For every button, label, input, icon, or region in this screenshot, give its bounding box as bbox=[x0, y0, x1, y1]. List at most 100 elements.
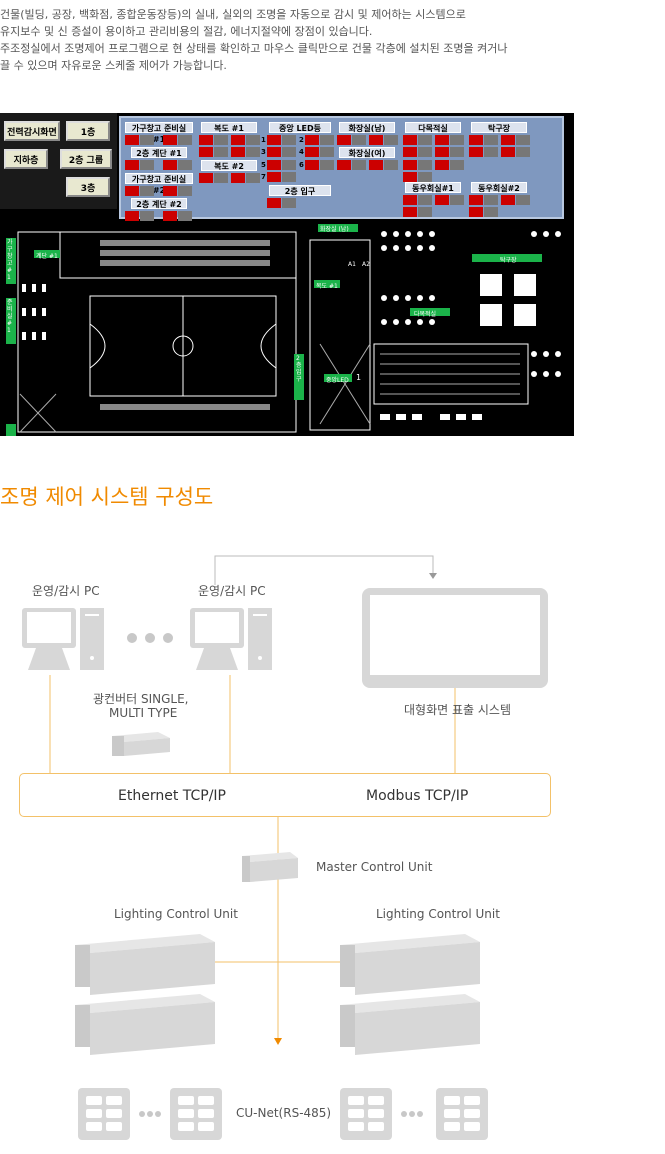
on-off-toggle[interactable] bbox=[501, 147, 531, 157]
ellipsis-icon bbox=[139, 1111, 161, 1117]
on-off-toggle[interactable] bbox=[125, 186, 155, 196]
zone-label: 복도 #2 bbox=[201, 160, 257, 171]
large-display-icon bbox=[362, 588, 548, 688]
on-off-toggle[interactable] bbox=[369, 160, 399, 170]
zone-label: 화장실(여) bbox=[339, 147, 395, 158]
on-off-toggle[interactable] bbox=[199, 173, 229, 183]
led-number: 3 bbox=[261, 148, 266, 156]
floor-label-pingpong: 탁구장 bbox=[500, 257, 517, 264]
zone-label: 복도 #1 bbox=[201, 122, 257, 133]
ellipsis-icon bbox=[401, 1111, 423, 1117]
on-off-toggle[interactable] bbox=[469, 207, 499, 217]
system-diagram bbox=[22, 555, 548, 1140]
floor-label-center-led: 중앙LED bbox=[326, 377, 349, 384]
on-off-toggle[interactable] bbox=[267, 172, 297, 182]
on-off-toggle[interactable] bbox=[403, 160, 433, 170]
zone-label: 동우회실#1 bbox=[405, 182, 461, 193]
intro-line-3: 주조정실에서 조명제어 프로그램으로 현 상태를 확인하고 마우스 클릭만으로 … bbox=[0, 42, 508, 55]
led-number: 7 bbox=[261, 173, 266, 181]
converter-label: 광컨버터 SINGLE, bbox=[93, 692, 189, 706]
on-off-toggle[interactable] bbox=[469, 147, 499, 157]
zone-control-panel: 가구창고 준비실 #1 2층 계단 #1 가구창고 준비실 #2 2층 계단 #… bbox=[119, 116, 564, 221]
floor-label-prep: 준비실 #1 bbox=[7, 299, 13, 334]
floor-label-restroom: 화장실 (남) bbox=[320, 226, 349, 233]
on-off-toggle[interactable] bbox=[199, 147, 229, 157]
on-off-toggle[interactable] bbox=[337, 135, 367, 145]
on-off-toggle[interactable] bbox=[435, 135, 465, 145]
floor-label-a2: A2 bbox=[362, 261, 370, 268]
on-off-toggle[interactable] bbox=[403, 135, 433, 145]
floor-label-corridor: 복도 #1 bbox=[316, 283, 338, 290]
nav-floor2-group-button[interactable]: 2층 그룹 bbox=[60, 149, 112, 169]
master-control-label: Master Control Unit bbox=[316, 860, 433, 874]
on-off-toggle[interactable] bbox=[267, 147, 297, 157]
on-off-toggle[interactable] bbox=[435, 147, 465, 157]
on-off-toggle[interactable] bbox=[163, 211, 193, 221]
on-off-toggle[interactable] bbox=[267, 135, 297, 145]
floor-label-center-led-number: 1 bbox=[356, 373, 362, 382]
on-off-toggle[interactable] bbox=[403, 172, 433, 182]
on-off-toggle[interactable] bbox=[231, 173, 261, 183]
nav-basement-button[interactable]: 지하층 bbox=[4, 149, 48, 169]
on-off-toggle[interactable] bbox=[231, 135, 261, 145]
on-off-toggle[interactable] bbox=[469, 195, 499, 205]
zone-label: 2층 입구 bbox=[269, 185, 331, 196]
on-off-toggle[interactable] bbox=[469, 135, 499, 145]
on-off-toggle[interactable] bbox=[267, 160, 297, 170]
nav-floor3-button[interactable]: 3층 bbox=[66, 177, 110, 197]
led-number: 5 bbox=[261, 161, 266, 169]
led-number: 2 bbox=[299, 136, 304, 144]
scada-nav: 전력감시화면 1층 지하층 2층 그룹 3층 bbox=[0, 113, 117, 209]
lighting-control-unit-icon bbox=[75, 934, 215, 1055]
on-off-toggle[interactable] bbox=[501, 135, 531, 145]
floor-plan bbox=[6, 224, 561, 436]
on-off-toggle[interactable] bbox=[125, 211, 155, 221]
led-number: 6 bbox=[299, 161, 304, 169]
on-off-toggle[interactable] bbox=[305, 147, 335, 157]
lcu-label: Lighting Control Unit bbox=[376, 907, 500, 921]
lighting-control-unit-icon bbox=[340, 934, 480, 1055]
nav-floor1-button[interactable]: 1층 bbox=[66, 121, 110, 141]
pc-label: 운영/감시 PC bbox=[32, 584, 100, 598]
on-off-toggle[interactable] bbox=[337, 160, 367, 170]
on-off-toggle[interactable] bbox=[199, 135, 229, 145]
zone-label: 동우회실#2 bbox=[471, 182, 527, 193]
on-off-toggle[interactable] bbox=[125, 135, 155, 145]
on-off-toggle[interactable] bbox=[435, 195, 465, 205]
floor-label-entrance: 2층입구 bbox=[296, 355, 302, 383]
ethernet-label: Ethernet TCP/IP bbox=[118, 788, 226, 804]
intro-line-4: 끌 수 있으며 자유로운 스케줄 제어가 가능합니다. bbox=[0, 59, 227, 72]
on-off-toggle[interactable] bbox=[403, 195, 433, 205]
arrow-down-icon bbox=[429, 573, 437, 579]
floor-label-a1: A1 bbox=[348, 261, 356, 268]
zone-label: 중앙 LED등 bbox=[269, 122, 331, 133]
network-bus bbox=[19, 773, 551, 817]
arrow-down-icon bbox=[274, 1038, 282, 1045]
master-control-unit-icon bbox=[242, 852, 298, 882]
on-off-toggle[interactable] bbox=[163, 135, 193, 145]
ellipsis-icon bbox=[127, 633, 173, 643]
on-off-toggle[interactable] bbox=[403, 207, 433, 217]
on-off-toggle[interactable] bbox=[163, 160, 193, 170]
display-label: 대형화면 표출 시스템 bbox=[404, 703, 511, 717]
on-off-toggle[interactable] bbox=[305, 135, 335, 145]
on-off-toggle[interactable] bbox=[125, 160, 155, 170]
on-off-toggle[interactable] bbox=[403, 147, 433, 157]
nav-main-monitor-button[interactable]: 전력감시화면 bbox=[4, 121, 60, 141]
led-number: 4 bbox=[299, 148, 304, 156]
cu-net-module-icon bbox=[170, 1088, 222, 1140]
zone-label: 탁구장 bbox=[471, 122, 527, 133]
on-off-toggle[interactable] bbox=[435, 160, 465, 170]
on-off-toggle[interactable] bbox=[501, 195, 531, 205]
zone-label: 다목적실 bbox=[405, 122, 461, 133]
pc-icon bbox=[190, 608, 272, 670]
on-off-toggle[interactable] bbox=[231, 147, 261, 157]
on-off-toggle[interactable] bbox=[305, 160, 335, 170]
zone-label: 화장실(남) bbox=[339, 122, 395, 133]
modbus-label: Modbus TCP/IP bbox=[366, 788, 469, 804]
on-off-toggle[interactable] bbox=[267, 198, 297, 208]
converter-label: MULTI TYPE bbox=[109, 706, 178, 720]
on-off-toggle[interactable] bbox=[163, 186, 193, 196]
on-off-toggle[interactable] bbox=[369, 135, 399, 145]
pc-label: 운영/감시 PC bbox=[198, 584, 266, 598]
